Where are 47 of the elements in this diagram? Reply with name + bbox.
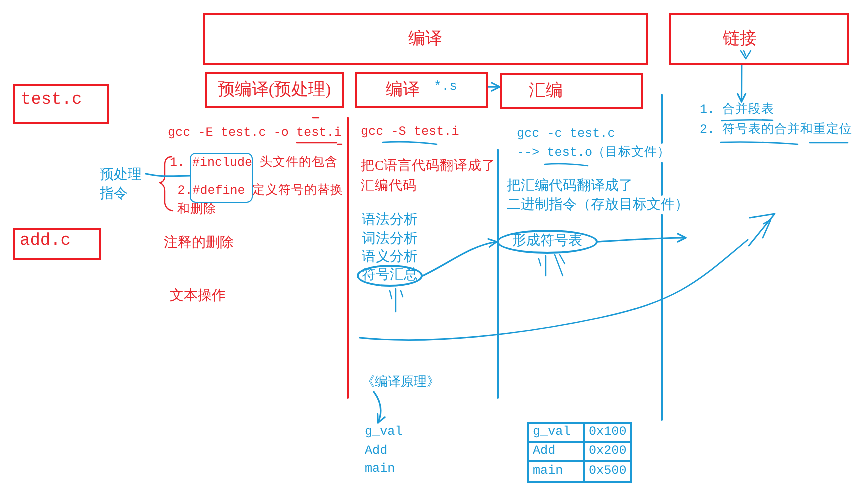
arrow	[373, 391, 386, 424]
ellipse-label: 形成符号表	[512, 234, 582, 250]
ellipse	[357, 265, 423, 287]
note-text: 把汇编代码翻译成了二进制指令（存放目标文件）	[507, 178, 690, 215]
symbol-name: Add	[365, 442, 389, 460]
book-title: 《编译原理》	[362, 372, 462, 392]
arrow	[736, 64, 747, 103]
note-text: 文本操作	[170, 288, 226, 306]
note-text: 注释的删除	[164, 235, 234, 253]
step-box	[500, 73, 643, 109]
table-cell: main	[527, 460, 585, 483]
step-box	[205, 72, 344, 108]
list-item: 1. #include 头文件的包含	[170, 154, 338, 172]
table-cell: 0x100	[583, 422, 632, 443]
box-label: 编译	[386, 80, 420, 100]
box-label: 编译	[408, 28, 442, 50]
file-box	[13, 228, 101, 260]
box-label: 预编译(预处理)	[218, 80, 332, 100]
list-item: 1. 合并段表	[700, 102, 776, 118]
table-cell: 0x500	[583, 460, 632, 483]
arrow	[597, 233, 687, 243]
box-label: 汇编	[529, 80, 563, 102]
box-label: add.c	[20, 232, 72, 252]
arrow	[422, 238, 498, 277]
table-cell: g_val	[527, 422, 585, 443]
command-text: gcc -c test.c	[517, 126, 616, 142]
command-text: --> test.o（目标文件）	[517, 145, 671, 161]
command-text: gcc -S test.i	[361, 124, 460, 140]
box-label: test.c	[21, 90, 82, 112]
list-item: 2. 符号表的合并和重定位	[700, 122, 854, 138]
command-text: gcc -E test.c -o test.i	[168, 125, 342, 141]
step-box	[355, 72, 488, 108]
stage-box	[669, 13, 849, 65]
symbol-name: g_val	[365, 424, 404, 441]
symbol-name: main	[365, 461, 396, 478]
arrow	[487, 82, 501, 92]
connector-line	[145, 173, 192, 178]
box-label: 链接	[723, 28, 757, 50]
note-text: 词法分析	[362, 231, 418, 249]
note-text: 预处理指令	[100, 166, 146, 204]
stage-box	[203, 13, 648, 65]
note-text: 把C语言代码翻译成了汇编代码	[361, 157, 497, 195]
note-text: 语法分析	[362, 212, 418, 230]
note-text: 语义分析	[362, 249, 418, 267]
file-pattern: *.s	[434, 79, 458, 95]
ellipse	[497, 230, 598, 254]
file-box	[13, 84, 109, 124]
